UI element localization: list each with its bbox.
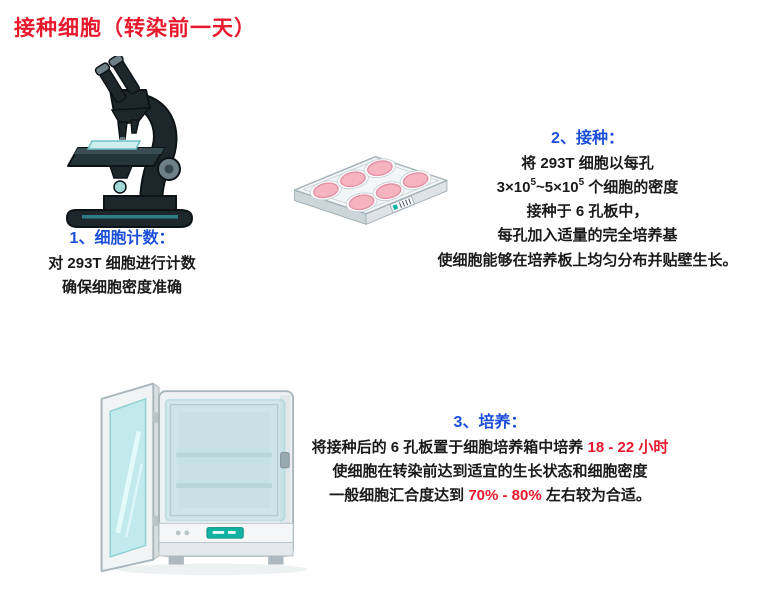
incubator-chamber — [169, 403, 279, 517]
step3-line-3-tail: 左右较为合适。 — [541, 487, 651, 505]
density-exponent-1: 5 — [530, 176, 537, 188]
step1-heading: 1、细胞计数： — [69, 230, 175, 247]
step3-block: 3、培养： 将接种后的 6 孔板置于细胞培养箱中培养 18 - 22 小时 使细… — [270, 410, 710, 508]
step2-block: 2、接种： 将 293T 细胞以每孔 3×105~5×105 个细胞的密度 接种… — [420, 126, 755, 273]
microscope-objectives — [117, 119, 140, 140]
incubator-shelf-2 — [176, 483, 272, 488]
incubator-hinge-bottom — [152, 515, 161, 527]
step2-line-3: 接种于 6 孔板中， — [526, 203, 649, 221]
six-well-plate-icon — [266, 138, 466, 243]
step3-line-2: 使细胞在转染前达到适宜的生长状态和细胞密度 — [332, 462, 648, 480]
step3-line-3: 一般细胞汇合度达到 70% - 80% 左右较为合适。 — [270, 484, 710, 508]
step2-line-4: 每孔加入适量的完全培养基 — [497, 227, 678, 245]
density-exponent-2: 5 — [578, 176, 585, 188]
step2-heading: 2、接种： — [551, 130, 624, 147]
microscope-eyepieces — [94, 56, 140, 103]
density-base1: 3×10 — [496, 178, 531, 196]
step3-duration-highlight: 18 - 22 小时 — [587, 438, 669, 456]
step3-line-1: 将接种后的 6 孔板置于细胞培养箱中培养 18 - 22 小时 — [270, 436, 710, 460]
incubator-door-latch — [280, 452, 290, 469]
incubator-display-screen — [206, 527, 244, 539]
step3-line-1-text: 将接种后的 6 孔板置于细胞培养箱中培养 — [311, 438, 588, 456]
step1-block: 1、细胞计数： 对 293T 细胞进行计数 确保细胞密度准确 — [7, 226, 237, 300]
microscope-icon — [52, 56, 202, 231]
step2-line-5: 使细胞能够在培养板上均匀分布并贴壁生长。 — [437, 251, 738, 269]
incubator-open-door — [100, 382, 160, 573]
six-well-plate-svg — [293, 155, 448, 226]
plate-label — [389, 195, 416, 214]
page-title: 接种细胞（转染前一天） — [14, 17, 256, 40]
step3-heading: 3、培养： — [453, 414, 527, 431]
step1-line-2: 确保细胞密度准确 — [61, 278, 182, 296]
microscope-svg — [65, 56, 194, 228]
incubator-inner-glass-door — [164, 398, 290, 522]
step1-line-1: 对 293T 细胞进行计数 — [48, 254, 196, 272]
incubator-icon — [92, 372, 317, 578]
incubator-hinge-top — [152, 412, 161, 423]
step2-line-1: 将 293T 细胞以每孔 — [521, 154, 654, 172]
microscope-light — [108, 165, 134, 194]
step2-line-2: 3×105~5×105 个细胞的密度 — [420, 176, 755, 200]
microscope-base — [65, 195, 194, 228]
incubator-control-panel — [158, 522, 294, 543]
plate-wells — [309, 158, 432, 213]
density-tail: 个细胞的密度 — [584, 178, 679, 196]
incubator-base — [158, 542, 294, 565]
density-mid: ~5×10 — [536, 178, 579, 196]
incubator-svg — [100, 382, 308, 576]
step3-confluency-highlight: 70% - 80% — [468, 487, 542, 505]
microscope-stage — [67, 140, 165, 167]
incubator-shelf-1 — [176, 452, 272, 458]
microscope-focus-knob — [157, 157, 181, 181]
step3-line-3-text: 一般细胞汇合度达到 — [329, 487, 469, 505]
incubator-shadow — [115, 563, 308, 576]
